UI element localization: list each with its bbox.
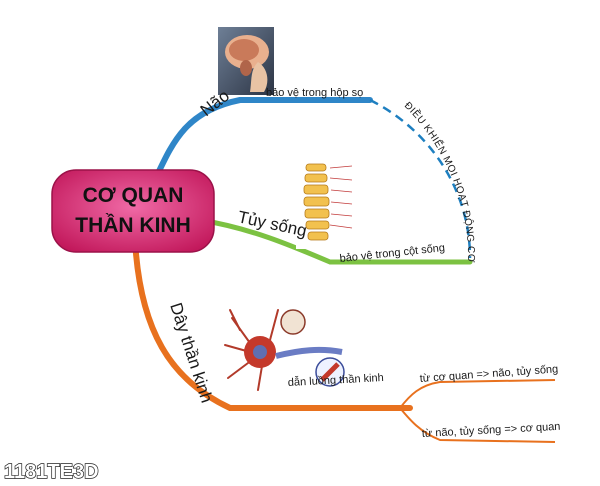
brain-illustration <box>218 27 274 95</box>
branch-day-than-kinh-line <box>132 237 413 411</box>
sub-branch-1-line <box>399 379 556 409</box>
connector-dashed-line <box>369 98 472 259</box>
watermark-text: 1181TE3D <box>4 461 99 483</box>
branch-label-day-than-kinh: Dây thần kinh <box>166 300 216 405</box>
neuron-illustration <box>222 302 352 392</box>
leaf-label-day-than-kinh: dẫn luồng thần kinh <box>287 371 384 389</box>
center-title-line1: CƠ QUAN <box>83 184 184 207</box>
spine-illustration <box>296 157 356 249</box>
center-title-line2: THẦN KINH <box>75 214 191 237</box>
sub-branch-2-line <box>399 407 556 443</box>
leaf-label-nao: bảo vệ trong hộp sọ <box>266 87 363 99</box>
sub-label-2: từ não, tủy sống => cơ quan <box>422 421 561 440</box>
center-node: CƠ QUAN THẦN KINH <box>51 169 215 253</box>
branch-tuy-song-line <box>197 217 473 265</box>
